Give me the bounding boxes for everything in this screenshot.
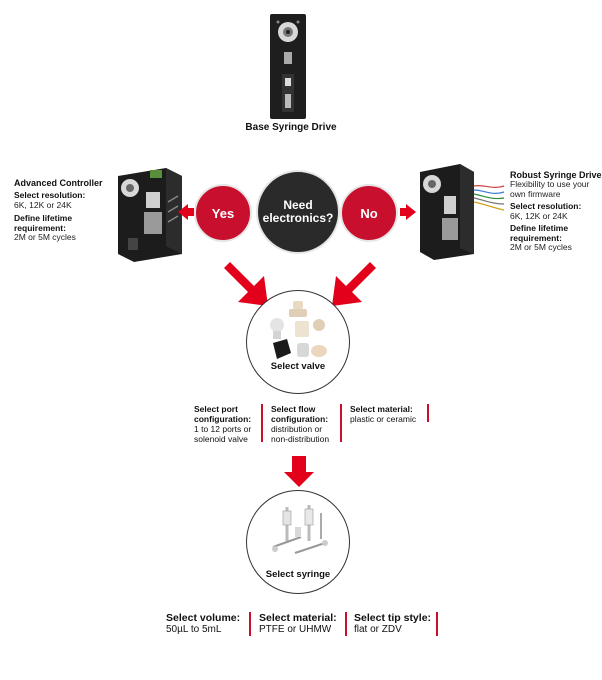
divider [427, 404, 429, 422]
advanced-controller-text: Advanced Controller Select resolution: 6… [14, 178, 119, 243]
firmware-desc-line2: own firmware [510, 188, 561, 199]
divider [436, 612, 438, 636]
flow-value-line1: distribution or [271, 424, 323, 434]
divider [249, 612, 251, 636]
select-syringe-title: Select syringe [265, 569, 331, 580]
divider [261, 404, 263, 442]
lifetime-label-line2: requirement: [510, 232, 562, 243]
flow-configuration-option: Select flow configuration: distribution … [271, 404, 343, 444]
divider [345, 612, 347, 636]
resolution-label: Select resolution: [510, 201, 582, 211]
question-line1: Need [283, 198, 313, 212]
arrow-down-icon [284, 456, 314, 487]
port-configuration-option: Select port configuration: 1 to 12 ports… [194, 404, 258, 444]
syringe-material-label: Select material: [259, 612, 337, 624]
base-syringe-drive-title: Base Syringe Drive [245, 122, 337, 133]
valve-material-option: Select material: plastic or ceramic [350, 404, 434, 424]
yes-option: Yes [194, 184, 252, 242]
volume-value: 50µL to 5mL [166, 624, 222, 635]
base-syringe-drive-image [268, 14, 308, 119]
lifetime-label-line1: Define lifetime [510, 223, 569, 233]
flow-label-line2: configuration: [271, 414, 329, 424]
lifetime-label-line2: requirement: [14, 222, 66, 233]
volume-option: Select volume: 50µL to 5mL [166, 612, 252, 636]
valves-image [270, 301, 327, 359]
flow-value-line2: non-distribution [271, 434, 330, 444]
syringe-material-option: Select material: PTFE or UHMW [259, 612, 349, 636]
select-valve-circle: Select valve [246, 290, 350, 394]
syringes-image [272, 505, 328, 554]
tip-style-label: Select tip style: [354, 612, 432, 624]
lifetime-label-line1: Define lifetime [14, 213, 73, 223]
advanced-controller-image [108, 162, 188, 264]
port-value-line1: 1 to 12 ports or [194, 424, 252, 434]
syringe-material-value: PTFE or UHMW [259, 624, 332, 635]
port-value-line2: solenoid valve [194, 434, 248, 444]
resolution-value: 6K, 12K or 24K [510, 210, 568, 221]
tip-style-value: flat or ZDV [354, 624, 402, 635]
arrow-down-left-icon [332, 262, 376, 306]
arrow-left-icon [178, 204, 194, 220]
port-label-line2: configuration: [194, 414, 252, 424]
port-label-line1: Select port [194, 404, 238, 414]
resolution-value: 6K, 12K or 24K [14, 199, 72, 210]
select-valve-title: Select valve [270, 361, 326, 372]
no-option: No [340, 184, 398, 242]
flow-label-line1: Select flow [271, 404, 316, 414]
need-electronics-question: Need electronics? [256, 170, 340, 254]
firmware-desc-line1: Flexibility to use your [510, 179, 590, 189]
question-line2: electronics? [262, 211, 334, 225]
volume-label: Select volume: [166, 612, 241, 624]
valve-material-label: Select material: [350, 404, 413, 414]
lifetime-value: 2M or 5M cycles [510, 242, 572, 252]
valve-material-value: plastic or ceramic [350, 414, 417, 424]
robust-syringe-drive-title: Robust Syringe Drive [510, 170, 602, 180]
resolution-label: Select resolution: [14, 190, 86, 200]
yes-label: Yes [211, 205, 235, 221]
lifetime-value: 2M or 5M cycles [14, 232, 76, 242]
robust-syringe-drive-image [414, 156, 506, 262]
arrow-right-icon [400, 204, 416, 220]
select-syringe-circle: Select syringe [246, 490, 350, 594]
arrow-down-right-icon [224, 262, 268, 306]
robust-syringe-drive-text: Robust Syringe Drive Flexibility to use … [510, 170, 602, 253]
no-label: No [360, 205, 378, 221]
divider [340, 404, 342, 442]
advanced-controller-title: Advanced Controller [14, 178, 103, 188]
tip-style-option: Select tip style: flat or ZDV [354, 612, 440, 636]
